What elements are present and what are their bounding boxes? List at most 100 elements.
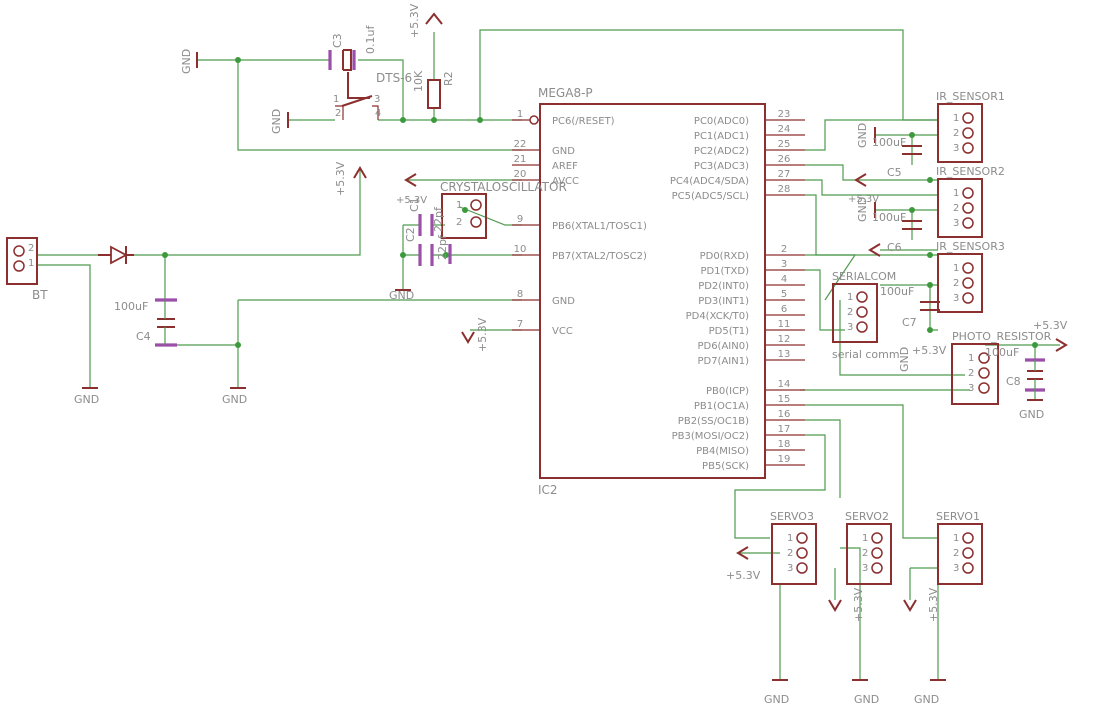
ic-pin-name: PD5(T1)	[709, 326, 749, 337]
svg-text:1: 1	[333, 94, 339, 105]
svg-text:GND: GND	[898, 347, 911, 372]
crystal-gnd-symbol: GND	[389, 289, 414, 302]
ic-left-pins: 1PC6(/RESET)22GND21AREF20AVCC9PB6(XTAL1/…	[512, 109, 647, 337]
servo3-v53-arrow: +5.3V	[726, 546, 761, 582]
svg-text:serial comm: serial comm	[832, 348, 900, 361]
servo-2: SERVO2 1 2 3	[845, 510, 892, 585]
ic-pin-number: 5	[781, 289, 787, 300]
ir-sensor-3: IR_SENSOR3 1 2 3	[936, 240, 1005, 313]
svg-text:+5.3V: +5.3V	[476, 317, 489, 352]
ic-pin-number: 20	[514, 169, 527, 180]
serial-com-connector: SERIALCOM 1 2 3 serial comm	[832, 270, 900, 361]
diode	[98, 245, 134, 265]
svg-text:2: 2	[953, 203, 959, 214]
svg-text:3: 3	[953, 143, 959, 154]
svg-text:+5.3V: +5.3V	[334, 161, 347, 196]
ic-pin-number: 14	[778, 379, 791, 390]
ic-pin-name: PB2(SS/OC1B)	[678, 416, 749, 427]
svg-text:C1: C1	[408, 197, 421, 212]
avcc-arrow	[404, 173, 417, 187]
svg-text:3: 3	[787, 563, 793, 574]
battery-connector: 2 1 BT	[6, 237, 48, 302]
ic-pin-number: 10	[514, 244, 527, 255]
svg-text:GND: GND	[180, 49, 193, 74]
ic-pin-number: 22	[514, 139, 527, 150]
ic-pin-name: PD2(INT0)	[698, 281, 749, 292]
svg-text:10K: 10K	[412, 70, 425, 92]
gnd-c4-symbol: GND	[222, 387, 247, 406]
ir2-arrow: +5.3V	[848, 173, 879, 205]
ic-pin-name: PC2(ADC2)	[694, 146, 749, 157]
top-gnd-symbol: GND	[180, 49, 198, 74]
ic-pin-name: PD0(RXD)	[700, 251, 749, 262]
ic-pin-name: PD3(INT1)	[698, 296, 749, 307]
ic-pin-name: PB1(OC1A)	[694, 401, 749, 412]
ic-pin-name: PB6(XTAL1/TOSC1)	[552, 221, 647, 232]
svg-text:+5.3V: +5.3V	[848, 194, 879, 205]
svg-text:IR_SENSOR3: IR_SENSOR3	[936, 240, 1005, 253]
svg-text:GND: GND	[856, 123, 869, 148]
ic-pin-name: PC1(ADC1)	[694, 131, 749, 142]
ic-pin-number: 15	[778, 394, 791, 405]
capacitor-c3: C3 0.1uf	[328, 25, 377, 71]
vcc-arrow: +5.3V	[461, 317, 489, 352]
ic-pin-number: 18	[778, 439, 791, 450]
ir-sensor-2: IR_SENSOR2 1 2 3	[936, 165, 1005, 238]
svg-text:1: 1	[953, 113, 959, 124]
svg-text:MEGA8-P: MEGA8-P	[538, 86, 593, 100]
svg-text:+5.3V: +5.3V	[726, 569, 761, 582]
svg-text:0.1uf: 0.1uf	[364, 25, 377, 54]
left-gnd-switch-symbol: GND	[270, 109, 289, 134]
ic-pin-number: 23	[778, 109, 791, 120]
capacitor-c7: 100uF C7	[880, 285, 940, 329]
ic-pin-name: PB3(MOSI/OC2)	[672, 431, 750, 442]
svg-text:C5: C5	[887, 166, 902, 179]
svg-text:1: 1	[968, 353, 974, 364]
svg-text:GND: GND	[856, 197, 869, 222]
svg-text:2: 2	[28, 243, 34, 254]
svg-text:CRYSTALOSCILLATOR: CRYSTALOSCILLATOR	[440, 180, 567, 194]
capacitor-c5: 100uF C5	[872, 136, 922, 179]
ic-pin-number: 17	[778, 424, 791, 435]
ic-pin-name: AREF	[552, 161, 578, 172]
ic-pin-name: PD1(TXD)	[700, 266, 749, 277]
svg-text:1: 1	[953, 188, 959, 199]
ic-pin-number: 11	[778, 319, 791, 330]
ic-pin-number: 13	[778, 349, 791, 360]
ic-pin-name: PD7(AIN1)	[697, 356, 749, 367]
svg-text:2: 2	[968, 368, 974, 379]
svg-text:100uF: 100uF	[872, 136, 906, 149]
svg-text:3: 3	[953, 563, 959, 574]
svg-text:2: 2	[862, 548, 868, 559]
ir-sensor-1: IR_SENSOR1 1 2 3	[936, 90, 1005, 163]
svg-text:PHOTO_RESISTOR: PHOTO_RESISTOR	[952, 330, 1052, 343]
ic-pin-name: GND	[552, 146, 575, 157]
ic-pin-number: 9	[517, 214, 523, 225]
svg-text:1: 1	[28, 258, 34, 269]
ic-pin-number: 28	[778, 184, 791, 195]
mcu-ic2: MEGA8-P IC2 1PC6(/RESET)22GND21AREF20AVC…	[512, 86, 805, 497]
ic-right-pins: 23PC0(ADC0)24PC1(ADC1)25PC2(ADC2)26PC3(A…	[670, 109, 805, 472]
capacitor-c8: C8 GND	[1006, 358, 1045, 421]
ic-pin-name: PD4(XCK/T0)	[686, 311, 749, 322]
capacitor-c1: C1 22pf	[408, 197, 445, 236]
svg-text:+5.3V: +5.3V	[396, 195, 427, 206]
svg-text:+5.3V: +5.3V	[927, 587, 940, 622]
svg-text:C7: C7	[902, 316, 917, 329]
svg-text:2: 2	[847, 307, 853, 318]
svg-text:4: 4	[375, 108, 381, 119]
ic-pin-name: PC0(ADC0)	[694, 116, 749, 127]
svg-text:100uF: 100uF	[872, 211, 906, 224]
junctions	[162, 57, 1038, 348]
ic-pin-number: 4	[781, 274, 787, 285]
